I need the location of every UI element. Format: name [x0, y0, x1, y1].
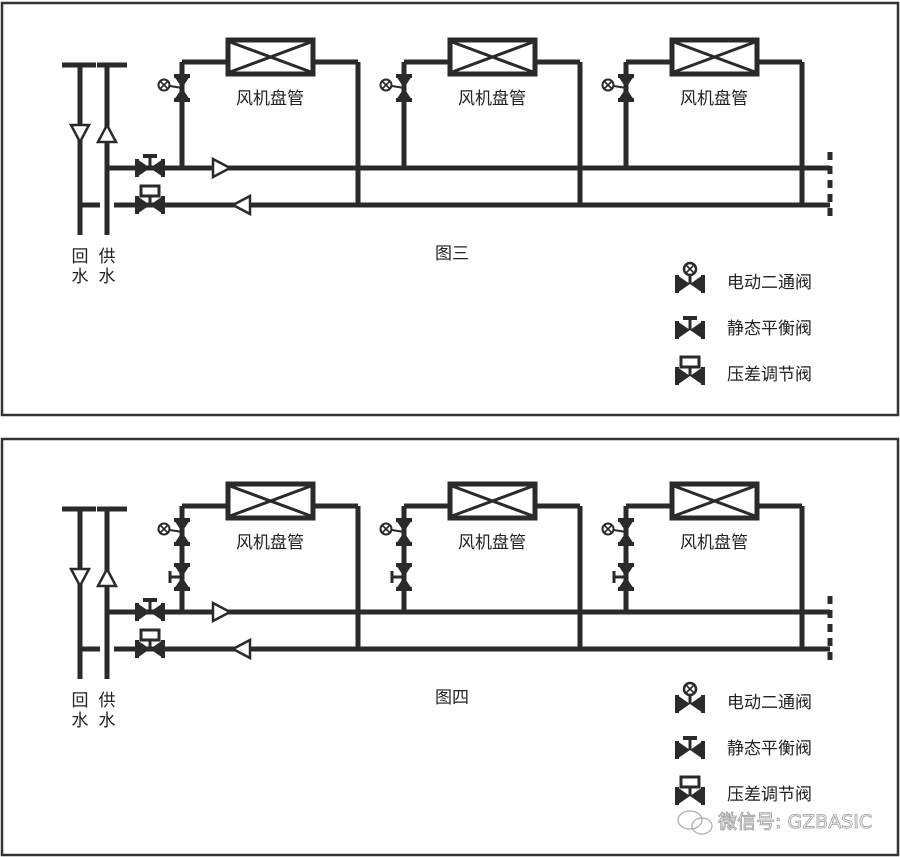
- return-main: [80, 628, 830, 661]
- return-water-label: 回: [72, 691, 89, 711]
- supply-water-label: 水: [99, 711, 116, 731]
- static-balance-valve-icon: [168, 563, 190, 591]
- legend-label: 电动二通阀: [727, 693, 812, 713]
- differential-pressure-valve-icon: [675, 775, 705, 805]
- legend-label: 电动二通阀: [727, 273, 812, 293]
- return-main: [80, 184, 830, 217]
- legend-item: 电动二通阀: [675, 261, 812, 293]
- legend-label: 静态平衡阀: [727, 739, 812, 759]
- electric-two-way-valve-icon: [379, 74, 412, 102]
- fan-coil-unit: 风机盘管: [601, 37, 805, 205]
- flow-arrow-left-icon: [230, 193, 252, 217]
- electric-two-way-valve-icon: [675, 261, 705, 293]
- flow-arrow-up-icon: [95, 566, 119, 588]
- legend-item: 静态平衡阀: [675, 736, 812, 759]
- figure-title: 图四: [435, 688, 469, 708]
- legend-item: 电动二通阀: [675, 681, 812, 713]
- supply-main: [107, 598, 830, 624]
- supply-water-label: 供: [99, 691, 116, 711]
- flow-arrow-right-icon: [211, 600, 233, 624]
- flow-arrow-down-icon: [68, 567, 92, 589]
- flow-arrow-down-icon: [68, 123, 92, 145]
- static-balance-valve-icon: [135, 154, 165, 177]
- static-balance-valve-icon: [135, 598, 165, 621]
- electric-two-way-valve-icon: [601, 74, 634, 102]
- return-water-label: 水: [72, 267, 89, 287]
- supply-riser: [95, 506, 127, 679]
- flow-arrow-up-icon: [95, 122, 119, 144]
- static-balance-valve-icon: [612, 563, 634, 591]
- flow-arrow-left-icon: [230, 637, 252, 661]
- differential-pressure-valve-icon: [675, 355, 705, 385]
- legend-label: 静态平衡阀: [727, 319, 812, 339]
- static-balance-valve-icon: [675, 736, 705, 759]
- return-water-label: 回: [72, 247, 89, 267]
- flow-arrow-right-icon: [211, 156, 233, 180]
- figure-title: 图三: [435, 244, 469, 264]
- static-balance-valve-icon: [675, 316, 705, 339]
- static-balance-valve-icon: [390, 563, 412, 591]
- fan-coil-label: 风机盘管: [458, 533, 526, 553]
- fan-coil-icon: [447, 481, 538, 521]
- electric-two-way-valve-icon: [601, 518, 634, 546]
- legend-label: 压差调节阀: [727, 785, 812, 805]
- watermark-text: 微信号: GZBASIC: [718, 811, 872, 833]
- electric-two-way-valve-icon: [157, 74, 190, 102]
- fan-coil-icon: [225, 37, 316, 77]
- fan-coil-label: 风机盘管: [236, 89, 304, 109]
- fan-coil-label: 风机盘管: [458, 89, 526, 109]
- legend-item: 压差调节阀: [675, 355, 812, 385]
- fan-coil-label: 风机盘管: [236, 533, 304, 553]
- differential-pressure-valve-icon: [135, 628, 165, 658]
- watermark: 微信号: GZBASIC: [677, 810, 873, 835]
- wechat-icon: [677, 810, 713, 835]
- fan-coil-unit: 风机盘管: [157, 37, 361, 205]
- fan-coil-label: 风机盘管: [680, 89, 748, 109]
- fan-coil-icon: [669, 37, 760, 77]
- supply-riser: [95, 62, 127, 235]
- fan-coil-icon: [669, 481, 760, 521]
- fan-coil-unit: 风机盘管: [379, 37, 583, 205]
- supply-water-label: 水: [99, 267, 116, 287]
- fan-coil-unit: 风机盘管: [601, 481, 805, 649]
- fan-coil-label: 风机盘管: [680, 533, 748, 553]
- electric-two-way-valve-icon: [379, 518, 412, 546]
- legend-item: 静态平衡阀: [675, 316, 812, 339]
- fan-coil-unit: 风机盘管: [157, 481, 361, 649]
- supply-main: [107, 154, 830, 180]
- supply-water-label: 供: [99, 247, 116, 267]
- fan-coil-unit: 风机盘管: [379, 481, 583, 649]
- fan-coil-icon: [447, 37, 538, 77]
- fan-coil-icon: [225, 481, 316, 521]
- electric-two-way-valve-icon: [675, 681, 705, 713]
- electric-two-way-valve-icon: [157, 518, 190, 546]
- legend-label: 压差调节阀: [727, 365, 812, 385]
- legend-item: 压差调节阀: [675, 775, 812, 805]
- differential-pressure-valve-icon: [135, 184, 165, 214]
- return-water-label: 水: [72, 711, 89, 731]
